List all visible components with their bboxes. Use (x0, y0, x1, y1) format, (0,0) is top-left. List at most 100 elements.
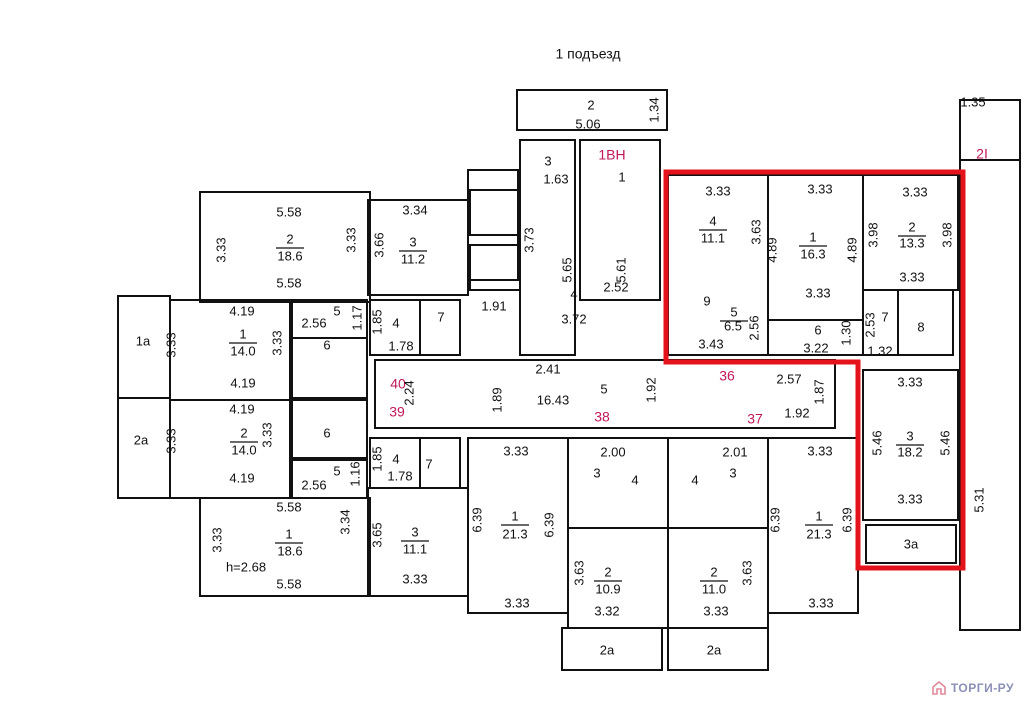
dimension-label: 5.46 (869, 430, 884, 455)
dimension-label: 4 (709, 213, 716, 228)
dimension-label: 14.0 (231, 442, 256, 457)
dimension-label: 3.33 (899, 269, 924, 284)
room-wall (579, 139, 661, 301)
highlighted-apartment-border (663, 169, 966, 571)
dimension-label: 1.92 (784, 405, 809, 420)
dimension-label: 2.00 (600, 444, 625, 459)
dimension-label: 1.63 (543, 171, 568, 186)
dimension-label: 4.89 (844, 237, 859, 262)
dimension-label: 1.89 (489, 387, 504, 412)
dimension-label: 1a (136, 333, 151, 348)
dimension-label: 5.58 (276, 499, 301, 514)
dimension-label: 1.30 (838, 320, 853, 345)
dimension-label: 8 (917, 319, 924, 334)
flat-number-label: 36 (719, 368, 735, 384)
dimension-label: 1.17 (349, 305, 364, 330)
dimension-label: 11.0 (702, 581, 726, 596)
dimension-label: 21.3 (502, 526, 527, 541)
house-logo-icon (932, 681, 946, 695)
dimension-label: 18.6 (277, 543, 302, 558)
dimension-label: 3.98 (865, 222, 880, 247)
dimension-label: 1.85 (369, 309, 384, 334)
dimension-label: 1 (511, 508, 518, 523)
dimension-label: 3 (593, 465, 600, 480)
dimension-label: 2.56 (746, 315, 761, 340)
dimension-label: 3.34 (337, 509, 352, 534)
flat-number-label: 40 (390, 376, 406, 392)
dimension-label: 5.58 (276, 204, 301, 219)
dimension-label: 2 (710, 564, 717, 579)
dimension-label: 1.87 (811, 379, 826, 404)
dimension-label: 11.2 (401, 251, 425, 266)
dimension-label: 6 (323, 337, 330, 352)
dimension-label: 3.33 (402, 571, 427, 586)
room-wall (561, 627, 663, 671)
dimension-label: 7 (425, 456, 432, 471)
dimension-label: 7 (437, 309, 444, 324)
dimension-label: 4.19 (229, 303, 254, 318)
dimension-label: 4 (691, 472, 698, 487)
room-wall (291, 399, 368, 459)
dimension-label: 2 (240, 425, 247, 440)
room-wall (374, 359, 836, 429)
room-wall (419, 299, 461, 356)
dimension-label: 5.65 (559, 257, 574, 282)
dimension-label: 1.78 (387, 468, 412, 483)
dimension-label: 3.33 (259, 422, 274, 447)
dimension-label: 16.3 (800, 246, 825, 261)
dimension-label: 3 (906, 428, 913, 443)
dimension-label: 3.33 (805, 285, 830, 300)
dimension-label: 18.2 (897, 444, 922, 459)
dimension-label: 3.72 (561, 311, 586, 326)
dimension-label: 2.41 (535, 361, 560, 376)
dimension-label: 13.3 (899, 235, 924, 250)
dimension-label: 3.73 (521, 227, 536, 252)
dimension-label: 2a (134, 432, 149, 447)
dimension-label: 2.57 (776, 371, 801, 386)
dimension-label: 1.85 (369, 446, 384, 471)
dimension-label: 3.33 (705, 183, 730, 198)
dimension-label: 9 (703, 293, 710, 308)
dimension-label: 14.0 (230, 343, 255, 358)
dimension-label: 21.3 (806, 526, 831, 541)
dimension-label: 6.5 (724, 318, 742, 333)
room-wall (117, 397, 171, 499)
dimension-label: 2 (587, 97, 594, 112)
dimension-label: 3.22 (803, 340, 828, 355)
dimension-label: 3.32 (594, 603, 619, 618)
dimension-label: 2.24 (401, 380, 416, 405)
dimension-label: 3.33 (897, 374, 922, 389)
dimension-label: 6.39 (839, 507, 854, 532)
dimension-label: 2 (604, 564, 611, 579)
dimension-label: 2.52 (603, 279, 628, 294)
room-wall (959, 159, 1021, 631)
dimension-label: 3.63 (748, 219, 763, 244)
dimension-label: 3.34 (402, 202, 427, 217)
dimension-label: 6.39 (541, 512, 556, 537)
dimension-label: 4 (392, 315, 399, 330)
dimension-label: 11.1 (701, 230, 725, 245)
dimension-label: 3 (411, 524, 418, 539)
dimension-label: 5.61 (613, 257, 628, 282)
dimension-label: 3.66 (371, 232, 386, 257)
dimension-label: 4.19 (230, 375, 255, 390)
dimension-label: 3.33 (163, 428, 178, 453)
dimension-label: 1.78 (388, 338, 413, 353)
dimension-label: 1 (815, 508, 822, 523)
dimension-label: 5 (333, 463, 340, 478)
room-wall (865, 524, 957, 564)
room-wall (667, 437, 769, 529)
highlighted-apartment-outline (663, 169, 966, 571)
flat-number-label: 2I (976, 146, 988, 162)
dimension-label: 3 (409, 234, 416, 249)
dimension-label: 3.63 (571, 560, 586, 585)
dimension-label: 6 (814, 322, 821, 337)
dimension-label: 6.39 (469, 507, 484, 532)
dimension-label: 3.98 (939, 222, 954, 247)
dimension-label: 2a (600, 642, 615, 657)
room-wall (469, 244, 521, 291)
dimension-label: 4.89 (764, 237, 779, 262)
room-wall (516, 89, 668, 131)
